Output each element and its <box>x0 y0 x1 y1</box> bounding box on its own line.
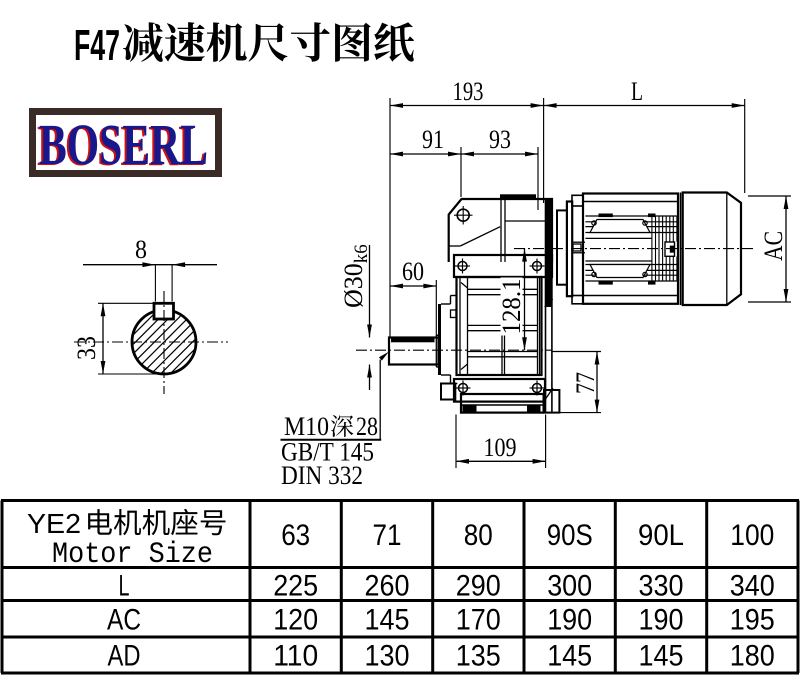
svg-text:109: 109 <box>484 433 517 462</box>
svg-text:135: 135 <box>456 640 501 673</box>
svg-text:190: 190 <box>639 604 684 637</box>
svg-text:M10: M10 <box>284 412 329 441</box>
svg-text:100: 100 <box>730 519 774 552</box>
svg-text:145: 145 <box>547 640 592 673</box>
svg-text:YE2: YE2 <box>27 508 81 539</box>
svg-text:110: 110 <box>273 640 318 673</box>
svg-text:91: 91 <box>422 125 444 154</box>
svg-text:Motor Size: Motor Size <box>52 537 213 571</box>
svg-text:28: 28 <box>356 412 378 441</box>
svg-text:145: 145 <box>365 604 410 637</box>
svg-text:90S: 90S <box>547 519 593 552</box>
svg-text:77: 77 <box>571 372 600 394</box>
svg-text:340: 340 <box>730 570 775 603</box>
svg-text:DIN 332: DIN 332 <box>281 461 363 490</box>
svg-text:8: 8 <box>135 235 147 264</box>
svg-text:L: L <box>119 570 130 603</box>
svg-text:130: 130 <box>365 640 410 673</box>
svg-text:AC: AC <box>107 604 141 637</box>
svg-text:BOSERL: BOSERL <box>37 115 206 170</box>
svg-text:170: 170 <box>456 604 501 637</box>
svg-text:180: 180 <box>730 640 775 673</box>
svg-text:120: 120 <box>273 604 318 637</box>
svg-text:AD: AD <box>108 640 141 673</box>
svg-text:L: L <box>631 77 643 106</box>
svg-text:AC: AC <box>759 231 788 261</box>
svg-text:190: 190 <box>547 604 592 637</box>
svg-text:260: 260 <box>365 570 410 603</box>
svg-text:60: 60 <box>402 257 424 286</box>
svg-text:195: 195 <box>730 604 775 637</box>
svg-text:330: 330 <box>639 570 684 603</box>
svg-text:BOSERL: BOSERL <box>39 115 208 170</box>
svg-text:80: 80 <box>464 519 493 552</box>
svg-text:225: 225 <box>273 570 318 603</box>
svg-text:71: 71 <box>373 519 402 552</box>
svg-text:63: 63 <box>281 519 310 552</box>
svg-text:GB/T 145: GB/T 145 <box>281 438 374 467</box>
svg-text:128.1: 128.1 <box>497 279 526 335</box>
svg-text:300: 300 <box>547 570 592 603</box>
svg-text:193: 193 <box>453 77 484 106</box>
svg-text:F47: F47 <box>74 21 120 70</box>
svg-text:145: 145 <box>639 640 684 673</box>
svg-text:33: 33 <box>72 336 101 360</box>
svg-text:93: 93 <box>489 125 511 154</box>
svg-text:90L: 90L <box>638 519 684 552</box>
svg-text:290: 290 <box>456 570 501 603</box>
